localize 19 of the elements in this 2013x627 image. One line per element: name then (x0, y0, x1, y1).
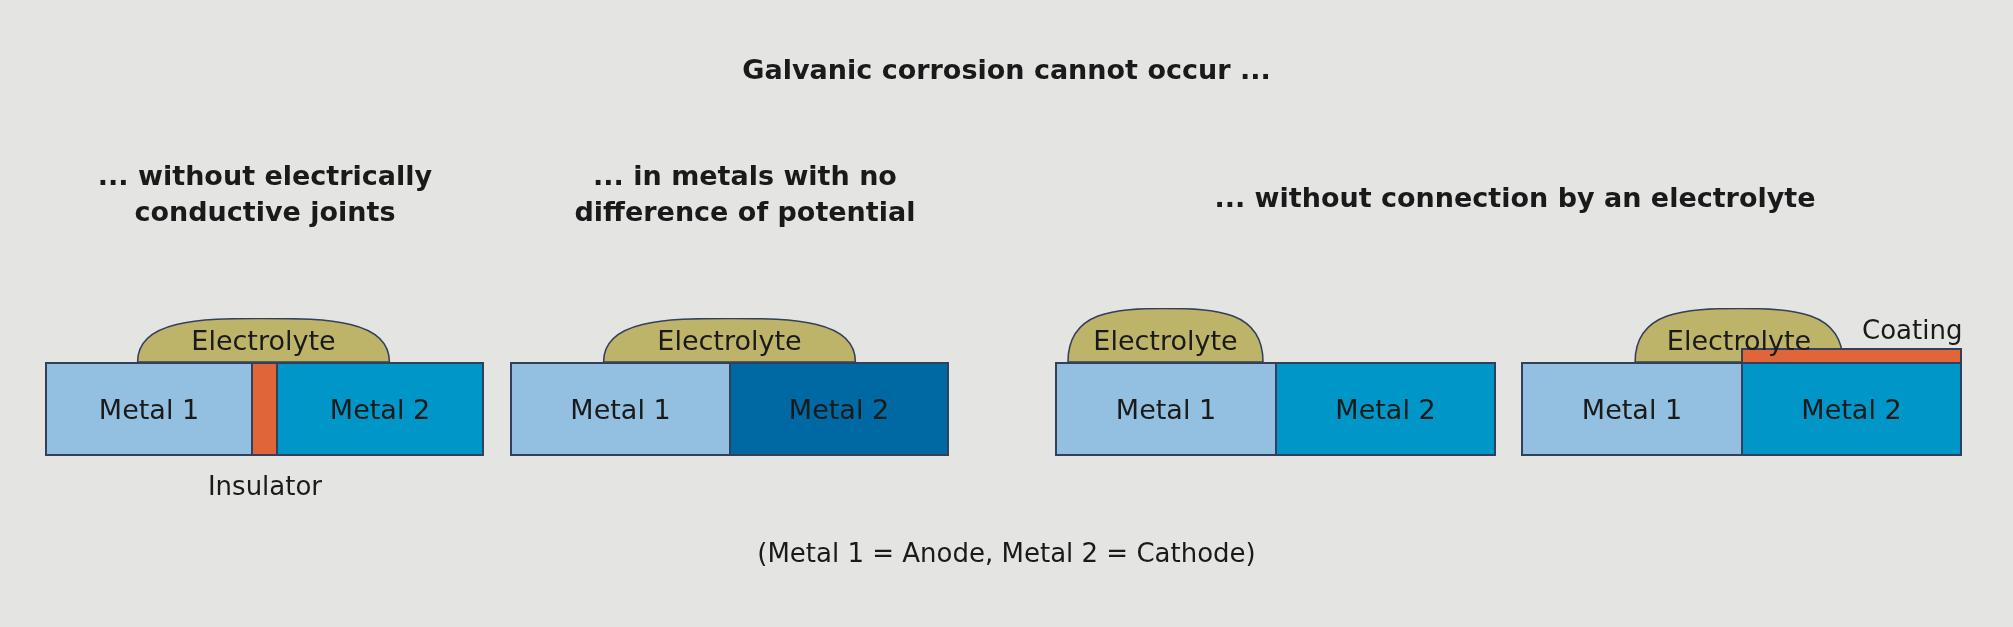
coating-label: Coating (1862, 314, 1962, 346)
layer-strip (251, 362, 278, 456)
panel-heading: ... without connection by an electrolyte (1213, 181, 1817, 215)
metal-block: Metal 2 (1741, 362, 1962, 456)
metal-block: Metal 1 (1521, 362, 1743, 456)
metal-block: Metal 1 (45, 362, 253, 456)
caption-text: (Metal 1 = Anode, Metal 2 = Cathode) (756, 538, 1257, 568)
metal-block: Metal 1 (510, 362, 731, 456)
insulator-label: Insulator (206, 470, 324, 502)
panel-heading: ... in metals with no difference of potential (573, 159, 917, 229)
metal-block: Metal 2 (276, 362, 484, 456)
metal-block: Metal 2 (1275, 362, 1496, 456)
diagram-title: Galvanic corrosion cannot occur ... (741, 53, 1272, 87)
electrolyte-dome: Electrolyte (1066, 308, 1265, 362)
metal-block: Metal 1 (1055, 362, 1277, 456)
panel-heading: ... without electrically conductive joints (96, 159, 434, 229)
electrolyte-dome: Electrolyte (135, 318, 392, 362)
metal-block: Metal 2 (729, 362, 949, 456)
electrolyte-dome: Electrolyte (601, 318, 858, 362)
